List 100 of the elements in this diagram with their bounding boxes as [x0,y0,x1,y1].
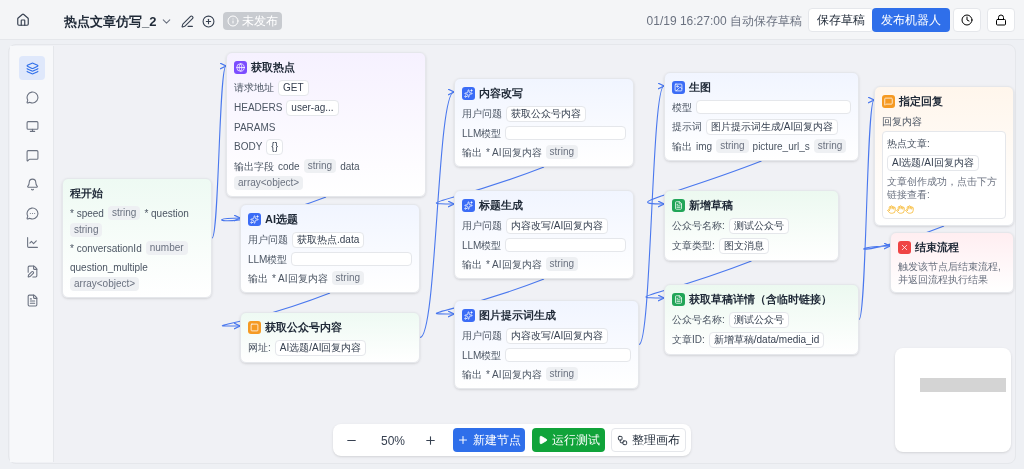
connector-arrow [647,160,763,208]
workflow-node-card [664,72,859,161]
field-label: BODY [234,140,263,154]
type-tag: string [331,271,365,285]
field-label: 公众号名称: [672,313,725,327]
type-tag: string [813,139,847,153]
node-title: 结束流程 [915,240,959,255]
field-label: 提示词 [672,120,702,134]
value-field: 图片提示词生成/AI回复内容 [706,118,839,135]
value-field: 获取热点.data [292,231,365,248]
type-tag: string [303,159,337,173]
field-label: * question [144,206,189,221]
value-field: 测试公众号 [728,311,789,328]
field-label: data [340,159,360,174]
field-label: 用户问题 [462,219,502,233]
value-field: 图文消息 [718,237,769,254]
workflow-node-card [62,178,212,298]
node-title: 内容改写 [479,86,523,101]
field-label: 模型 [672,100,692,115]
node-title: 标题生成 [479,198,523,213]
field-label: * conversationId [70,241,142,256]
workflow-node-card [664,284,859,355]
workflow-node-card [454,78,634,167]
workflow-node-card [454,190,634,279]
field-label: 用户问题 [462,107,502,121]
value-field: user-ag... [286,99,339,116]
workflow-node-card [664,190,839,261]
connector-arrow [211,65,227,239]
field-label: * AI回复内容 [486,367,542,382]
node-title: 获取热点 [251,60,295,75]
field-label: * AI回复内容 [486,145,542,160]
type-tag: string [107,206,141,220]
field-label: 用户问题 [462,329,502,343]
workflow-node-card [890,232,1014,293]
field-label: LLM模型 [462,238,502,253]
type-tag: string [545,367,579,381]
tidy-canvas-button: 整理画布 [611,428,686,452]
field-label: 文章ID: [672,333,705,347]
field-label: 输出 [462,145,482,160]
workflow-node-card [226,52,426,197]
value-field: 内容改写/AI回复内容 [506,217,609,234]
autosave-status: 01/19 16:27:00 自动保存草稿 [646,13,802,30]
field-label: * AI回复内容 [272,271,328,286]
field-label: 输出 [462,367,482,382]
field-label: LLM模型 [462,348,502,363]
field-label: 回复内容 [882,114,922,129]
field-label: picture_url_s [752,139,810,154]
workflow-node-card [454,300,639,389]
node-title: 指定回复 [899,94,943,109]
value-field: GET [278,79,309,96]
field-label: 公众号名称: [672,219,725,233]
type-tag: string [70,222,103,237]
run-test-button: 运行测试 [532,428,605,452]
node-title: 程开始 [70,186,103,201]
save-draft-button: 保存草稿 [808,8,874,32]
connector-arrow [638,85,665,346]
value-field: 内容改写/AI回复内容 [506,327,609,344]
value-field: AI选题/AI回复内容 [274,339,367,356]
field-label: 热点文章: [887,136,930,151]
field-label: 文章类型: [672,239,715,253]
value-field: {} [266,138,284,155]
field-label: 请求地址 [234,81,274,95]
node-title: 图片提示词生成 [479,308,556,323]
field-label: 输出 [672,139,692,154]
type-tag: number [145,241,188,255]
workflow-node-card [240,204,420,293]
type-tag: array<object> [234,175,304,190]
field-label: * speed [70,206,104,221]
type-tag: array<object> [70,276,140,291]
new-node-button: 新建节点 [453,428,525,452]
value-field: 获取公众号内容 [506,105,586,122]
field-label: * AI回复内容 [486,257,542,272]
value-field: 测试公众号 [728,217,789,234]
field-label: 输出字段 [234,159,274,174]
field-label: img [696,139,713,154]
type-tag: string [545,145,579,159]
publish-button: 发布机器人 [872,8,950,32]
field-label: code [278,159,300,174]
zoom-level: 50% [381,433,406,450]
workflow-node-card [874,86,1014,226]
type-tag: string [545,257,579,271]
value-field: 新增草稿/data/media_id [708,331,825,348]
field-label: PARAMS [234,120,276,135]
app-title: 热点文章仿写_2 [64,13,157,31]
node-title: 获取草稿详情（含临时链接） [689,292,832,307]
description-text: 触发该节点后结束流程,并返回流程执行结果 [898,259,1002,286]
description-text: 文章创作成功，点击下方链接查看: [887,174,998,201]
connector-arrow [858,99,876,321]
node-title: 获取公众号内容 [265,320,342,335]
node-title: 新增草稿 [689,198,733,213]
field-label: 输出 [248,271,268,286]
value-field: AI选题/AI回复内容 [887,154,979,171]
node-title: AI选题 [265,212,298,227]
field-label: 网址: [248,341,271,355]
field-label: LLM模型 [248,252,288,267]
node-title: 生图 [689,80,711,95]
field-label: LLM模型 [462,126,502,141]
field-label: 用户问题 [248,233,288,247]
field-label: question_multiple [70,260,148,275]
type-tag: string [716,139,749,153]
